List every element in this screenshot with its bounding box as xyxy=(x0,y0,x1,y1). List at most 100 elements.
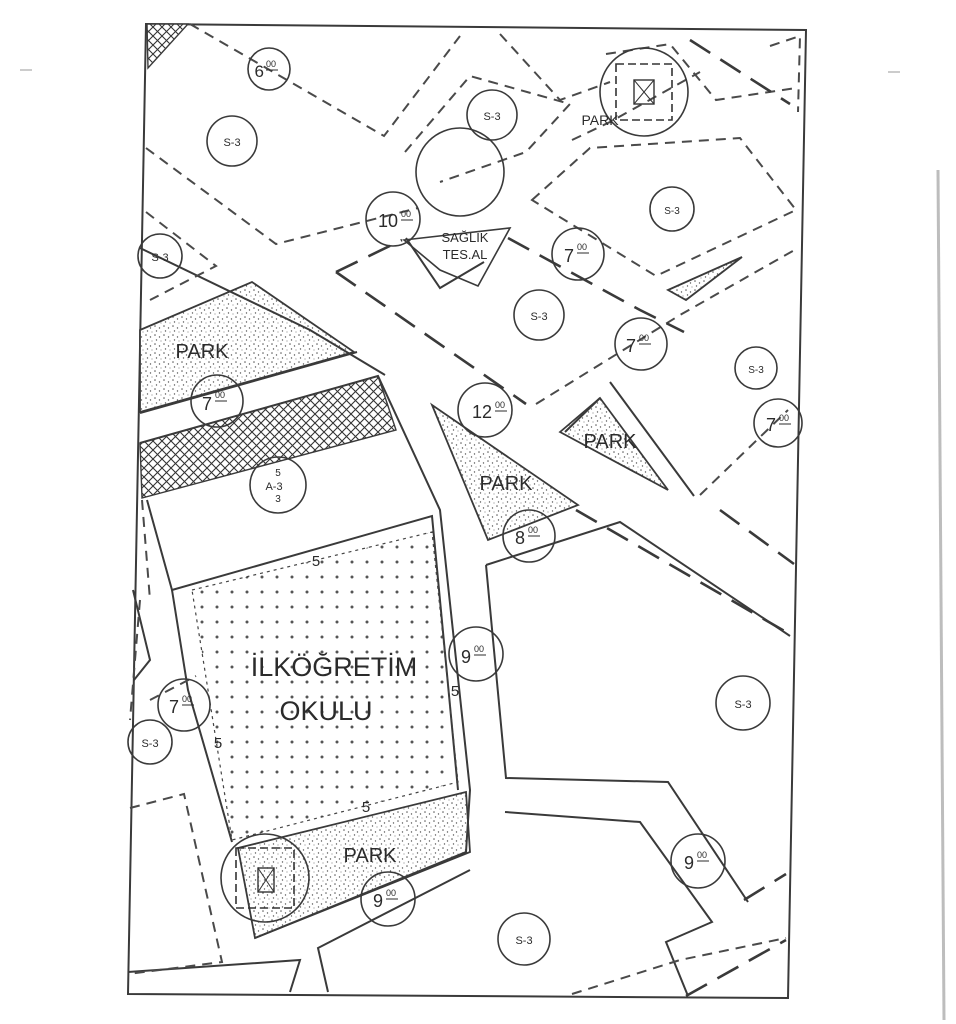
svg-text:00: 00 xyxy=(639,333,649,343)
transformer-symbol xyxy=(235,847,295,909)
svg-text:S-3: S-3 xyxy=(151,252,168,264)
svg-text:00: 00 xyxy=(266,59,276,69)
planning-boundary xyxy=(575,508,787,634)
svg-text:7: 7 xyxy=(626,336,636,356)
road-width-label: 9 00 xyxy=(448,626,504,682)
large-circle-symbol xyxy=(415,127,505,217)
svg-text:7: 7 xyxy=(766,415,776,435)
zone-label-s3: S-3 xyxy=(649,186,695,232)
road-width-label: 9 00 xyxy=(670,833,726,889)
parcel-line xyxy=(530,136,798,278)
park-label: PARK xyxy=(344,845,398,867)
svg-text:9: 9 xyxy=(373,891,383,911)
zone-label-s3: S-3 xyxy=(497,912,551,966)
school-dotted-area xyxy=(192,532,458,840)
planning-boundary xyxy=(719,508,795,566)
svg-text:S-3: S-3 xyxy=(515,935,532,947)
road-edge xyxy=(132,589,152,681)
park-east xyxy=(558,396,669,491)
zone-label-s3: S-3 xyxy=(466,89,518,141)
health-facility-label: SAĞLIK xyxy=(442,230,489,245)
road-edge xyxy=(316,869,471,993)
road-edge xyxy=(127,958,302,993)
road-edge xyxy=(564,397,601,433)
parcel-line xyxy=(605,42,797,102)
svg-text:S-3: S-3 xyxy=(141,738,158,750)
road-width-label: 7 00 xyxy=(551,227,605,281)
park-label: PARK xyxy=(581,112,619,128)
park-label: PARK xyxy=(584,431,638,453)
zone-label-s3: S-3 xyxy=(715,675,771,731)
svg-text:S-3: S-3 xyxy=(734,699,751,711)
svg-text:3: 3 xyxy=(275,494,281,505)
svg-text:00: 00 xyxy=(401,209,411,219)
planning-boundary xyxy=(335,238,527,406)
svg-text:12: 12 xyxy=(472,402,492,422)
parcel-line xyxy=(535,247,799,405)
zone-label-s3: S-3 xyxy=(137,233,183,279)
road-width-label: 7 00 xyxy=(753,398,803,448)
road-width-label: 12 00 xyxy=(457,382,513,438)
health-facility-parcel xyxy=(402,227,512,288)
park-label: PARK xyxy=(480,473,534,495)
svg-text:00: 00 xyxy=(215,390,225,400)
svg-text:00: 00 xyxy=(182,694,192,704)
svg-text:7: 7 xyxy=(564,246,574,266)
road-width-label: 10 00 xyxy=(365,191,421,247)
road-width-label: 7 00 xyxy=(614,317,668,371)
planning-boundary xyxy=(685,938,787,998)
svg-text:00: 00 xyxy=(697,850,707,860)
planning-boundary xyxy=(507,236,685,334)
road-width-label: 6 00 xyxy=(247,47,291,91)
planning-boundary xyxy=(689,38,791,106)
road-width-label: 7 00 xyxy=(157,678,211,732)
zone-label-s3: S-3 xyxy=(127,719,173,765)
svg-text:S-3: S-3 xyxy=(483,111,500,123)
zone-label-s3: S-3 xyxy=(206,115,258,167)
svg-text:7: 7 xyxy=(202,394,212,414)
svg-text:00: 00 xyxy=(386,888,396,898)
svg-text:7: 7 xyxy=(169,697,179,717)
road-edge xyxy=(504,811,714,997)
park-triangle xyxy=(430,402,580,542)
road-edge xyxy=(485,564,749,903)
large-circle-symbol xyxy=(599,47,689,137)
parcel-line xyxy=(404,74,572,183)
svg-text:S-3: S-3 xyxy=(530,311,547,323)
road-width-label: 8 00 xyxy=(502,509,556,563)
svg-text:6: 6 xyxy=(255,62,264,81)
parcel-line xyxy=(141,499,151,601)
road-width-label: 7 00 xyxy=(190,374,244,428)
setback-label: 5 xyxy=(451,683,459,700)
school-label: İLKÖĞRETİM xyxy=(251,651,418,682)
planning-boundary xyxy=(743,872,787,902)
parcel-line xyxy=(189,23,461,138)
parcel-line xyxy=(145,211,218,301)
zone-label-s3: S-3 xyxy=(513,289,565,341)
svg-text:9: 9 xyxy=(461,647,471,667)
road-edge xyxy=(485,520,791,637)
health-facility-label: TES.AL xyxy=(443,247,488,262)
parcel-line xyxy=(571,71,701,141)
park-label: PARK xyxy=(176,341,230,363)
setback-label: 5 xyxy=(312,553,320,570)
road-edge xyxy=(139,351,358,414)
svg-text:8: 8 xyxy=(515,528,525,548)
parcel-line xyxy=(129,599,141,721)
road-edge xyxy=(609,381,695,497)
setback-label: 5 xyxy=(362,799,370,816)
svg-text:S-3: S-3 xyxy=(223,137,240,149)
setback-label: 5 xyxy=(214,735,222,752)
svg-text:00: 00 xyxy=(528,525,538,535)
svg-text:00: 00 xyxy=(474,644,484,654)
svg-text:00: 00 xyxy=(577,242,587,252)
road-edge xyxy=(146,499,459,791)
transformer-symbol xyxy=(615,63,673,121)
school-setback-line xyxy=(191,531,459,841)
zone-label-s3: S-3 xyxy=(734,346,778,390)
parcel-line xyxy=(127,792,224,975)
school-label: OKULU xyxy=(279,696,372,726)
road-edge xyxy=(139,374,472,939)
svg-text:A-3: A-3 xyxy=(265,481,282,493)
paper-edge xyxy=(936,169,946,1021)
